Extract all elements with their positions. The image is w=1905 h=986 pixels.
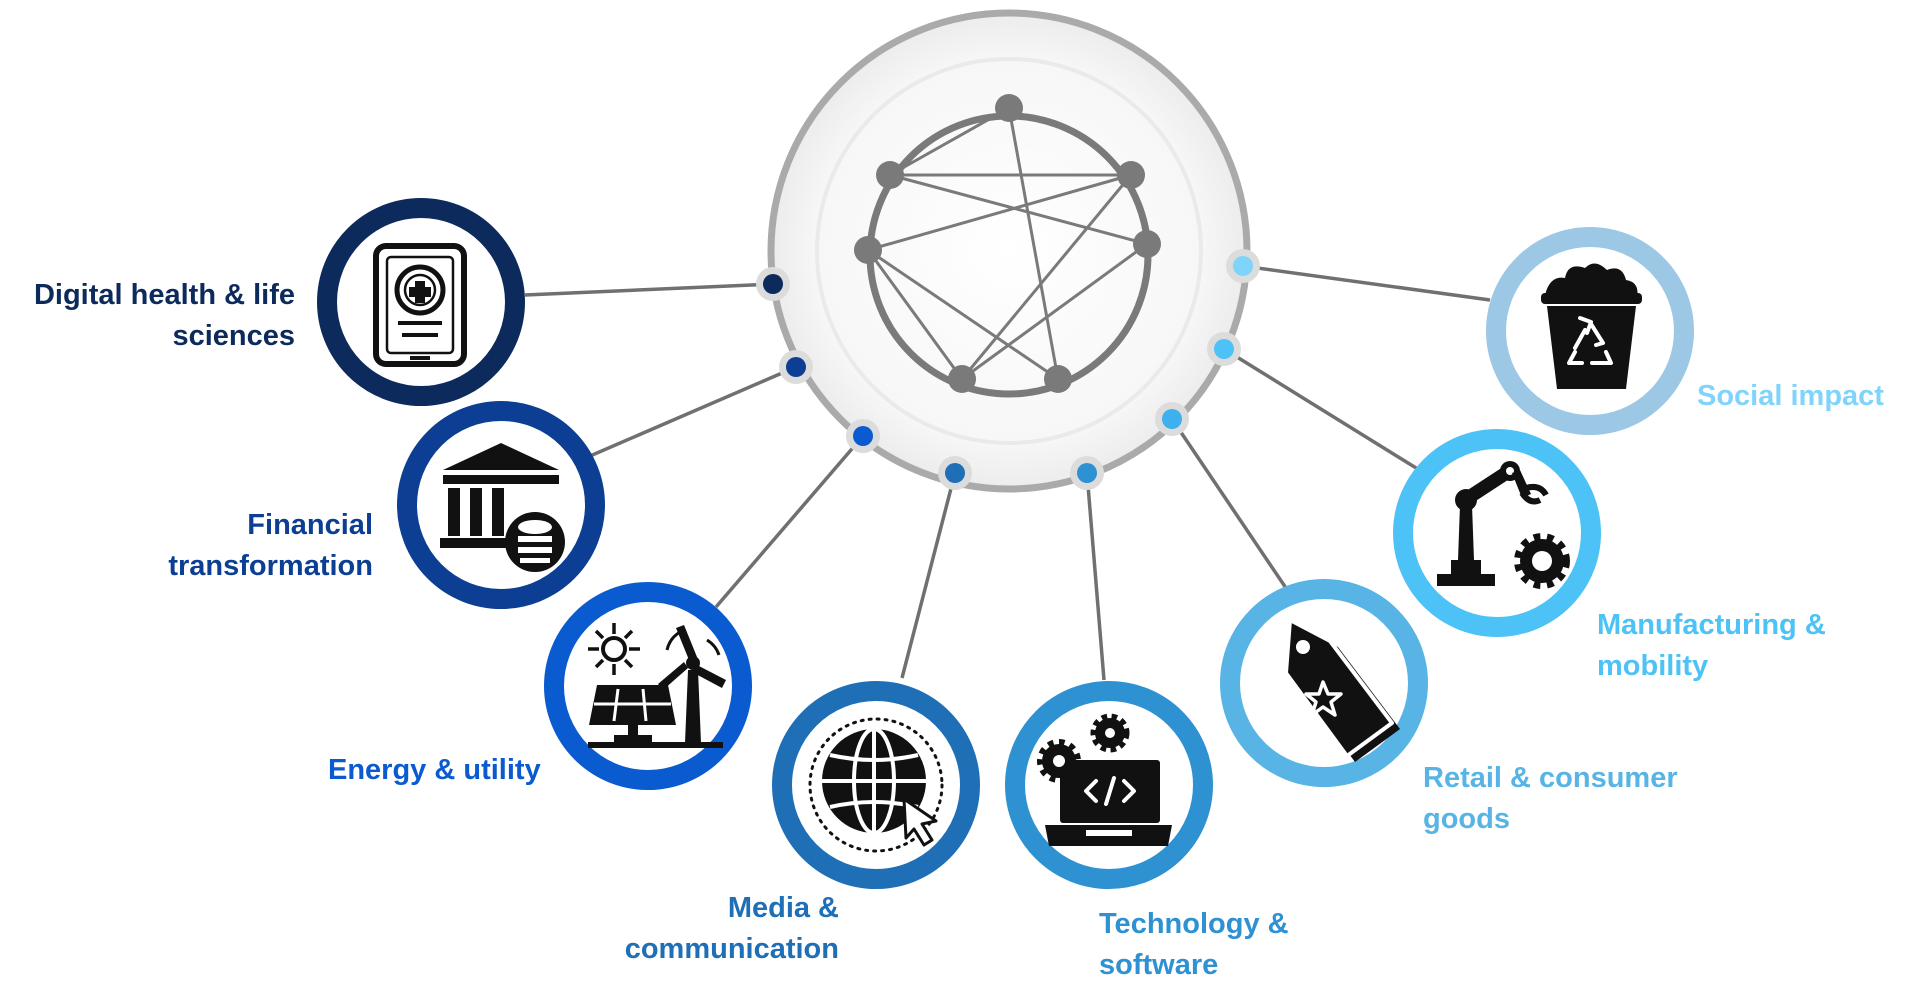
price-tag-icon	[1284, 618, 1400, 762]
recycle-bin-icon	[1541, 263, 1642, 389]
label-health: Digital health & life sciences	[34, 275, 295, 357]
label-tech-line-2: software	[1099, 949, 1219, 981]
label-retail: Retail & consumer goods	[1423, 758, 1678, 840]
node-social	[1486, 227, 1694, 435]
node-energy	[544, 582, 752, 790]
label-media: Media & communication	[625, 888, 839, 970]
label-finance: Financial transformation	[168, 505, 373, 587]
node-retail	[1220, 579, 1428, 787]
label-social-line-1: Social impact	[1697, 380, 1884, 412]
ring-dots	[756, 249, 1260, 490]
label-manufacturing-line-2: mobility	[1597, 650, 1709, 682]
dot-finance	[779, 350, 813, 384]
laptop-code-gears-icon	[1037, 713, 1172, 846]
node-tech	[1005, 681, 1213, 889]
label-energy-line-1: Energy & utility	[328, 754, 541, 786]
label-tech: Technology & software	[1099, 904, 1289, 986]
solar-wind-icon	[588, 623, 726, 748]
connector-manufacturing	[1223, 347, 1422, 473]
label-media-line-2: communication	[624, 933, 839, 965]
label-finance-line-1: Financial	[247, 509, 373, 541]
label-health-line-1: Digital health & life	[33, 279, 295, 311]
node-media	[772, 681, 980, 889]
medical-tablet-icon	[373, 243, 467, 367]
dot-tech	[1070, 456, 1104, 490]
robot-arm-gear-icon	[1437, 461, 1570, 589]
connector-tech	[1085, 472, 1106, 681]
connector-social	[1242, 264, 1491, 302]
connector-media	[900, 472, 957, 679]
bank-database-icon	[440, 443, 565, 572]
label-health-line-2: sciences	[172, 320, 295, 352]
node-health	[317, 198, 525, 406]
label-manufacturing: Manufacturing & mobility	[1597, 605, 1826, 687]
dot-health	[756, 267, 790, 301]
connector-lines	[524, 264, 1491, 681]
node-manufacturing	[1393, 429, 1601, 637]
globe-cursor-icon	[808, 717, 944, 853]
dot-media	[938, 456, 972, 490]
label-media-line-1: Media &	[727, 892, 839, 924]
connector-health	[524, 282, 774, 297]
connector-energy	[714, 434, 865, 609]
label-retail-line-2: goods	[1423, 803, 1510, 835]
label-manufacturing-line-1: Manufacturing &	[1597, 609, 1826, 641]
hub-inner-ring	[815, 57, 1203, 445]
dot-energy	[846, 419, 880, 453]
dot-manufacturing	[1207, 332, 1241, 366]
enneagram-network-icon	[854, 94, 1161, 398]
label-finance-line-2: transformation	[168, 550, 373, 582]
dot-social	[1226, 249, 1260, 283]
connector-retail	[1170, 418, 1292, 595]
label-social: Social impact	[1697, 376, 1884, 417]
node-finance	[397, 401, 605, 609]
label-energy: Energy & utility	[328, 750, 541, 791]
dot-retail	[1155, 402, 1189, 436]
label-tech-line-1: Technology &	[1099, 908, 1289, 940]
label-retail-line-1: Retail & consumer	[1423, 762, 1678, 794]
connector-finance	[589, 365, 797, 458]
